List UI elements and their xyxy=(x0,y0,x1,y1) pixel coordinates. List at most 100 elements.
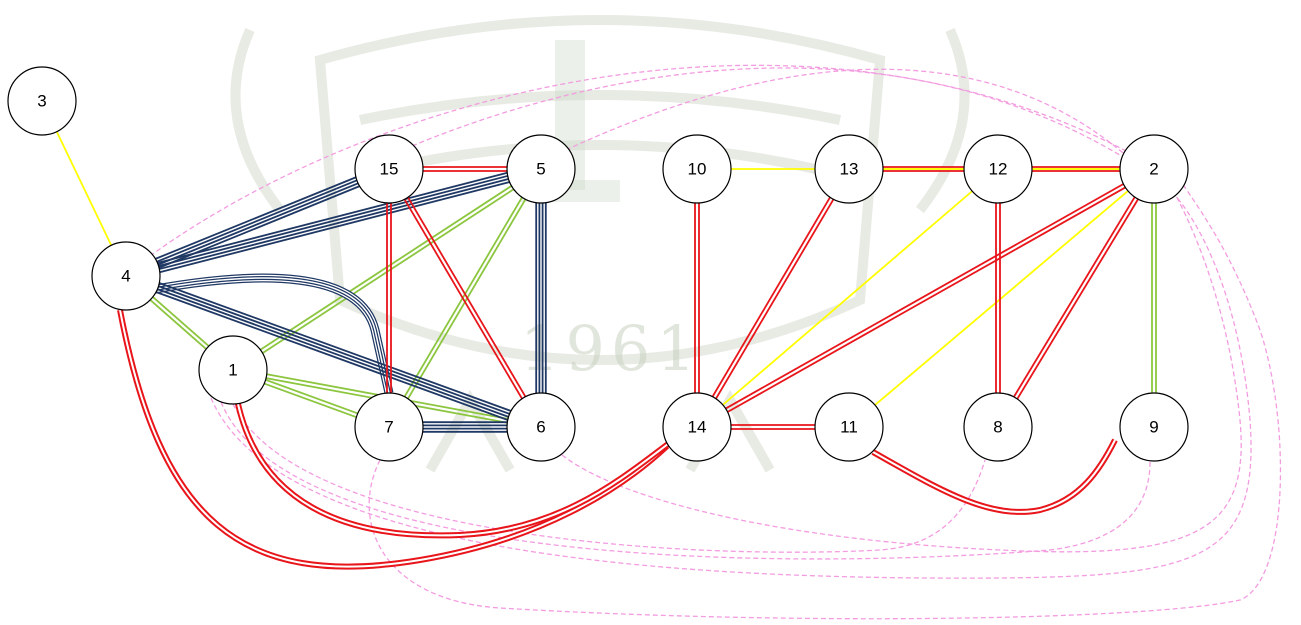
node-circle xyxy=(662,392,732,462)
edge-stroke xyxy=(403,196,523,398)
node-4: 4 xyxy=(91,241,161,311)
edge-13-14-red xyxy=(711,196,835,400)
node-9: 9 xyxy=(1119,392,1189,462)
node-label: 5 xyxy=(536,160,545,179)
node-label: 6 xyxy=(536,418,545,437)
edge-stroke xyxy=(159,181,510,274)
edge-2-8-red xyxy=(1013,196,1139,400)
edge-1-5-green xyxy=(259,185,515,354)
edge-stroke xyxy=(149,277,390,394)
node-circle xyxy=(198,335,268,405)
edge-1-9-pink xyxy=(220,401,1151,560)
edge-1-2-pink xyxy=(210,189,1252,579)
edge-15-7-red xyxy=(386,203,392,393)
edge-5-2-pink xyxy=(565,68,1139,167)
edge-stroke xyxy=(722,190,973,406)
edge-stroke xyxy=(55,131,113,246)
edge-stroke xyxy=(1016,198,1139,400)
edge-stroke xyxy=(157,288,509,418)
edge-stroke xyxy=(725,183,1124,410)
edge-2-14-red xyxy=(725,183,1126,413)
node-label: 3 xyxy=(37,92,46,111)
edge-stroke xyxy=(874,190,1129,406)
node-circle xyxy=(354,392,424,462)
edge-stroke xyxy=(565,68,1139,167)
edge-stroke xyxy=(152,296,210,347)
edge-stroke xyxy=(158,285,510,415)
node-label: 13 xyxy=(840,160,859,179)
node-circle xyxy=(814,134,884,204)
edge-7-2-pink xyxy=(368,179,1282,620)
edge-stroke xyxy=(407,198,527,400)
node-label: 8 xyxy=(993,418,1002,437)
edge-stroke xyxy=(159,178,509,270)
edge-stroke xyxy=(265,378,359,415)
node-circle xyxy=(506,134,576,204)
node-3: 3 xyxy=(7,66,77,136)
edge-stroke xyxy=(159,282,511,412)
edge-stroke xyxy=(711,196,831,398)
node-label: 15 xyxy=(380,160,399,179)
node-label: 10 xyxy=(688,160,707,179)
node-5: 5 xyxy=(506,134,576,204)
node-circle xyxy=(963,392,1033,462)
edge-2-11-yellow xyxy=(874,190,1129,406)
edge-stroke xyxy=(561,191,1242,553)
edge-4-15-navy xyxy=(155,176,360,269)
edge-12-8-red xyxy=(995,203,1001,393)
edge-11-9-red xyxy=(871,438,1118,515)
edge-4-5-navy xyxy=(157,171,510,274)
node-10: 10 xyxy=(662,134,732,204)
edge-13-12-red xyxy=(883,166,964,172)
node-1: 1 xyxy=(198,335,268,405)
node-label: 1 xyxy=(228,361,237,380)
edge-10-14-red xyxy=(694,203,700,393)
node-circle xyxy=(1119,392,1189,462)
edge-stroke xyxy=(157,171,508,264)
edge-1-8-pink xyxy=(232,403,986,553)
edge-stroke xyxy=(158,175,508,267)
edge-5-6-navy xyxy=(535,203,547,393)
node-circle xyxy=(7,66,77,136)
edge-12-14-yellow xyxy=(722,190,973,406)
node-circle xyxy=(662,134,732,204)
node-12: 12 xyxy=(963,134,1033,204)
edge-stroke xyxy=(262,188,515,354)
edge-15-5-red xyxy=(423,166,507,172)
node-label: 7 xyxy=(384,418,393,437)
node-8: 8 xyxy=(963,392,1033,462)
edge-12-2-red xyxy=(1032,166,1120,172)
node-label: 9 xyxy=(1149,418,1158,437)
edge-stroke xyxy=(1013,196,1136,398)
edge-stroke xyxy=(259,185,512,351)
node-13: 13 xyxy=(814,134,884,204)
edge-2-9-green xyxy=(1151,203,1157,393)
node-label: 11 xyxy=(840,418,858,437)
edge-stroke xyxy=(149,64,1129,257)
edge-stroke xyxy=(411,67,1129,161)
node-circle xyxy=(91,241,161,311)
edge-1-14-red xyxy=(235,403,670,539)
edge-stroke xyxy=(715,198,835,400)
node-label: 2 xyxy=(1149,160,1158,179)
edge-1-7-green xyxy=(263,378,359,419)
node-label: 4 xyxy=(121,267,130,286)
node-11: 11 xyxy=(814,392,884,462)
edge-7-6-navy xyxy=(423,421,507,433)
node-circle xyxy=(354,134,424,204)
edge-5-7-green xyxy=(403,196,527,400)
node-14: 14 xyxy=(662,392,732,462)
edge-stroke xyxy=(220,401,1151,560)
edge-stroke xyxy=(263,382,357,419)
edge-stroke xyxy=(872,439,1116,513)
edge-stroke xyxy=(156,291,508,421)
edge-15-2-pink xyxy=(411,67,1129,161)
edge-stroke xyxy=(119,309,668,568)
edge-stroke xyxy=(210,189,1252,579)
node-circle xyxy=(814,392,884,462)
node-label: 12 xyxy=(989,160,1008,179)
edge-14-11-red xyxy=(731,424,815,430)
edge-4-1-green xyxy=(149,296,210,350)
